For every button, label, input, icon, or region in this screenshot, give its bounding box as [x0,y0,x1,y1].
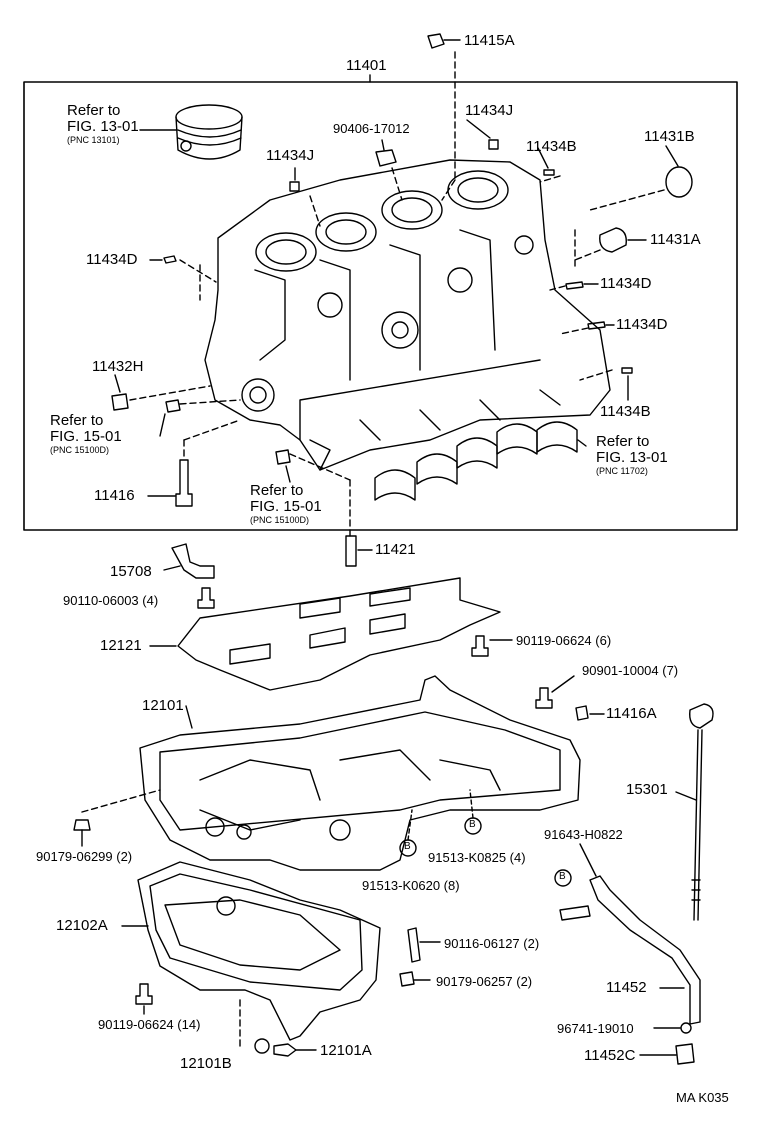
stud-90116-drawing [407,927,421,963]
pin-11434D-b-drawing [565,281,584,290]
piston-drawing [175,104,243,160]
bolt-mark-b-2: B [404,841,411,852]
part-label-11434B-lower: 11434B [600,403,651,420]
bolt-90179a-drawing [73,819,91,831]
bolt-90110-drawing [197,587,215,609]
pin-11434B-a-drawing [543,169,555,176]
oil-pan-12102A-drawing [137,861,381,1041]
part-label-96741-19010: 96741-19010 [557,1021,634,1036]
part-label-11415A: 11415A [464,32,515,49]
plug-11431B-drawing [665,166,693,198]
bolt-11416-drawing [175,459,193,507]
plug-12101A-drawing [273,1043,297,1057]
ref-line2: FIG. 15-01 [250,498,322,515]
part-label-11434B-upper: 11434B [526,138,577,155]
ref-line1: Refer to [50,412,104,429]
part-label-91513-K0825: 91513-K0825 (4) [428,850,526,865]
part-label-90901-10004: 90901-10004 (7) [582,663,679,678]
oil-pan-12101-drawing [139,675,581,871]
pin-11434J-b-drawing [289,181,300,192]
refer-to-fig-13-01-bearings[interactable]: Refer to FIG. 13-01 (PNC 11702) [596,433,668,477]
part-label-11434J-lower: 11434J [266,147,315,164]
part-label-90179-06257: 90179-06257 (2) [436,974,533,989]
pin-11434B-b-drawing [621,367,633,374]
ref-line2: FIG. 13-01 [596,449,668,466]
part-label-12101B: 12101B [180,1055,232,1072]
part-label-12101A: 12101A [320,1042,372,1059]
part-label-11434D-left: 11434D [86,251,138,268]
part-label-11452C: 11452C [584,1047,636,1064]
plug-11416A-drawing [575,705,589,721]
ref-line2: FIG. 15-01 [50,428,122,445]
ref-line2: FIG. 13-01 [67,118,139,135]
bolt-90119b-drawing [135,983,153,1005]
dipstick-15301-drawing [689,703,714,921]
cylinder-block-drawing [204,159,611,471]
ref-pnc: (PNC 15100D) [250,515,310,525]
bolt-mark-b-1: B [469,819,476,830]
pin-11434D-a-drawing [163,255,177,264]
part-label-12121: 12121 [100,637,142,654]
ref-pnc: (PNC 13101) [67,135,120,145]
baffle-12121-drawing [177,577,501,691]
part-label-91513-K0620: 91513-K0620 (8) [362,878,460,893]
part-label-11431A: 11431A [650,231,701,248]
bolt-mark-b-3: B [559,871,566,882]
dowel-plate-drawing [165,399,181,413]
sleeve-ref-drawing [275,449,291,465]
part-label-12101: 12101 [142,697,184,714]
part-label-90406-17012: 90406-17012 [333,121,410,136]
ref-pnc: (PNC 11702) [596,466,648,476]
block-assembly-frame [23,81,738,531]
diagram-code: MA K035 [676,1090,729,1105]
refer-to-fig-15-01-bottom[interactable]: Refer to FIG. 15-01 (PNC 15100D) [250,482,322,526]
part-label-11452: 11452 [606,979,647,996]
part-label-90110-06003: 90110-06003 (4) [63,593,159,608]
plug-11432H-drawing [111,393,129,411]
part-label-90119-06624-6: 90119-06624 (6) [516,633,612,648]
part-label-90116-06127: 90116-06127 (2) [444,936,540,951]
part-label-15301: 15301 [626,781,668,798]
main-bearings-drawing [374,421,578,501]
part-label-11434D-right-lower: 11434D [616,316,668,333]
ref-line1: Refer to [67,102,121,119]
pin-11434J-a-drawing [488,139,499,150]
ref-line1: Refer to [596,433,650,450]
part-label-12102A: 12102A [56,917,108,934]
refer-to-fig-13-01-piston[interactable]: Refer to FIG. 13-01 (PNC 13101) [67,102,139,146]
part-label-91643-H0822: 91643-H0822 [544,827,623,842]
bolt-90901-drawing [535,687,553,709]
bolt-90119a-drawing [471,635,489,657]
ref-line1: Refer to [250,482,304,499]
plug-11415A-drawing [427,33,445,49]
pin-11434D-c-drawing [587,321,606,330]
part-label-11431B: 11431B [644,128,695,145]
nut-90179b-drawing [399,971,415,987]
bracket-15708-drawing [171,543,215,579]
seal-11431A-drawing [599,227,627,253]
ref-pnc: (PNC 15100D) [50,445,110,455]
part-label-11421: 11421 [375,541,416,558]
part-label-11434D-right-upper: 11434D [600,275,652,292]
part-label-15708: 15708 [110,563,152,580]
sleeve-90406-drawing [375,149,397,167]
part-label-90179-06299: 90179-06299 (2) [36,849,133,864]
part-label-11432H: 11432H [92,358,144,375]
gasket-12101B-drawing [254,1038,270,1054]
part-label-11416: 11416 [94,487,135,504]
stud-11421-drawing [345,535,357,567]
part-label-11434J-upper: 11434J [465,102,514,119]
part-label-11416A: 11416A [606,705,657,722]
refer-to-fig-15-01-left[interactable]: Refer to FIG. 15-01 (PNC 15100D) [50,412,122,456]
part-label-11401: 11401 [346,57,387,74]
part-label-90119-06624-14: 90119-06624 (14) [98,1017,201,1032]
gauge-guide-11452-drawing [559,875,701,1065]
